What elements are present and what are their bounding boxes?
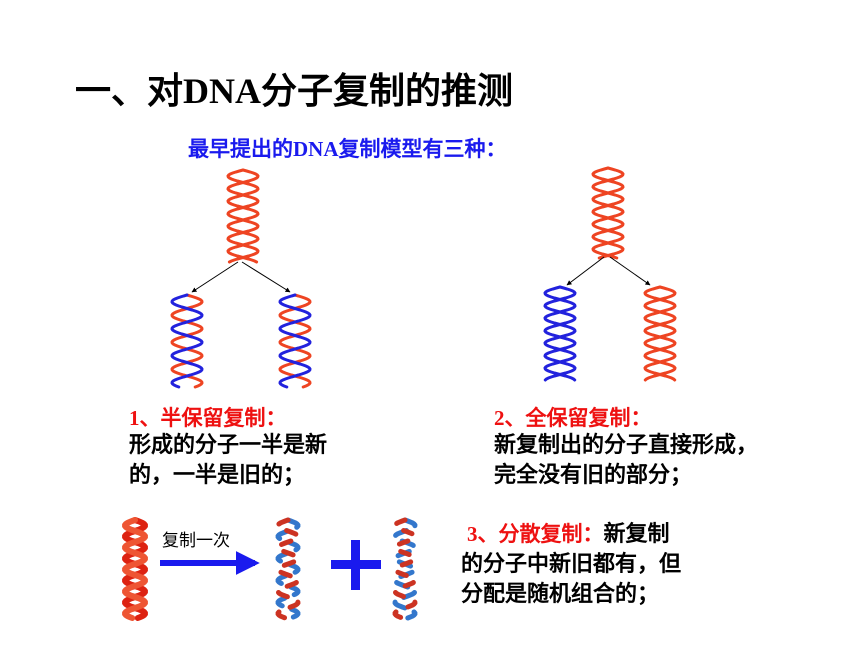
arrow-left-2: [566, 256, 605, 286]
model3-description: 3、分散复制：新复制 的分子中新旧都有，但 分配是随机组合的；: [461, 519, 681, 610]
arrow-right-2: [609, 256, 651, 286]
model1-description: 形成的分子一半是新 的，一半是旧的；: [129, 433, 328, 488]
model1-heading: 1、半保留复制：: [129, 406, 287, 430]
dispersive-parent-helix: [122, 517, 148, 621]
arrow-left: [191, 261, 239, 293]
arrow-right: [241, 261, 291, 293]
conservative-child-helix-new: [543, 285, 577, 382]
conservative-child-helix-old: [643, 285, 677, 382]
model3-first-line: 3、分散复制：新复制: [467, 522, 670, 547]
plus-sign: [331, 540, 381, 590]
dispersive-child-helix-1: [275, 517, 301, 621]
dispersive-child-helix-2: [392, 517, 418, 621]
conservative-parent-helix: [591, 166, 625, 260]
replicate-once-label: 复制一次: [162, 531, 230, 551]
semi-conservative-parent-helix: [226, 168, 260, 264]
semi-conservative-child-helix-2: [278, 293, 312, 389]
semi-conservative-child-helix-1: [170, 293, 204, 389]
model2-description: 新复制出的分子直接形成， 完全没有旧的部分；: [494, 433, 759, 488]
model3-heading: 3、分散复制：: [467, 522, 604, 546]
page-title: 一、对DNA分子复制的推测: [75, 71, 514, 112]
subtitle: 最早提出的DNA复制模型有三种：: [188, 137, 507, 161]
model2-heading: 2、全保留复制：: [494, 406, 652, 430]
